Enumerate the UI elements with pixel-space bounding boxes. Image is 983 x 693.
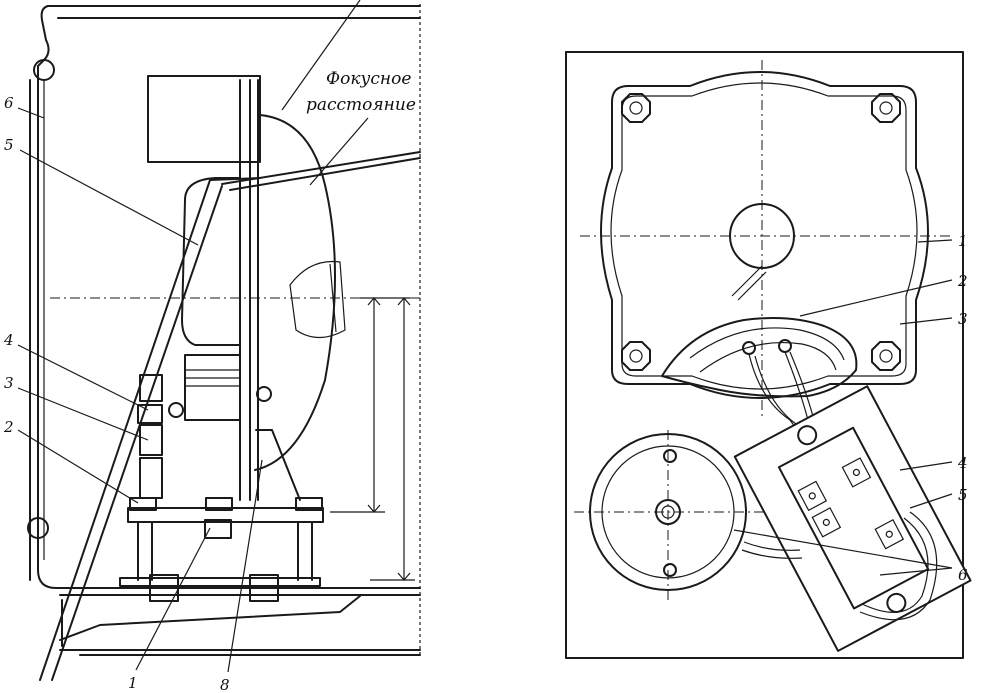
caption-focal-line1: Фокусное <box>326 69 411 89</box>
rod-knob-bottom <box>27 517 49 539</box>
caption-focal-line2: расстояние <box>306 95 416 115</box>
label-8-left: 8 <box>220 676 230 693</box>
caption-leader <box>309 117 369 186</box>
rod-knob-top <box>33 59 55 81</box>
lamp-socket <box>184 354 241 421</box>
lamp-body <box>181 177 241 346</box>
lamp-socket-arc <box>661 317 858 398</box>
bracket <box>255 429 301 501</box>
lamp-window <box>289 260 346 339</box>
base-plate <box>59 595 361 641</box>
label-2-right: 2 <box>957 272 968 290</box>
right-view-assembly <box>565 51 972 659</box>
platform-plate <box>127 507 324 523</box>
terminal-block <box>733 385 972 652</box>
mounting-panel <box>565 51 964 659</box>
label-5-left: 5 <box>4 136 14 154</box>
round-disc <box>589 433 747 591</box>
label-2-left: 2 <box>3 418 14 436</box>
label-1-right: 1 <box>958 232 968 250</box>
label-4-right: 4 <box>957 454 968 472</box>
reflector <box>254 114 336 471</box>
label-1-left: 1 <box>128 674 138 692</box>
vertical-post <box>239 79 259 501</box>
cable-loop <box>859 511 938 621</box>
adjust-nut <box>139 374 163 402</box>
reflector-flange <box>600 71 929 399</box>
top-housing-box <box>147 75 261 163</box>
label-3-right: 3 <box>958 310 968 328</box>
housing-frame <box>37 5 421 589</box>
damper <box>139 457 163 499</box>
corner-bolts <box>621 93 901 371</box>
diagonal-strut <box>39 177 261 681</box>
label-6-right: 6 <box>958 566 968 584</box>
label-5-right: 5 <box>958 486 968 504</box>
left-view-assembly <box>17 0 421 681</box>
label-3-left: 3 <box>4 374 14 392</box>
label-6-left: 6 <box>4 94 14 112</box>
dimension-lines <box>373 298 405 580</box>
label-4-left: 4 <box>3 331 14 349</box>
